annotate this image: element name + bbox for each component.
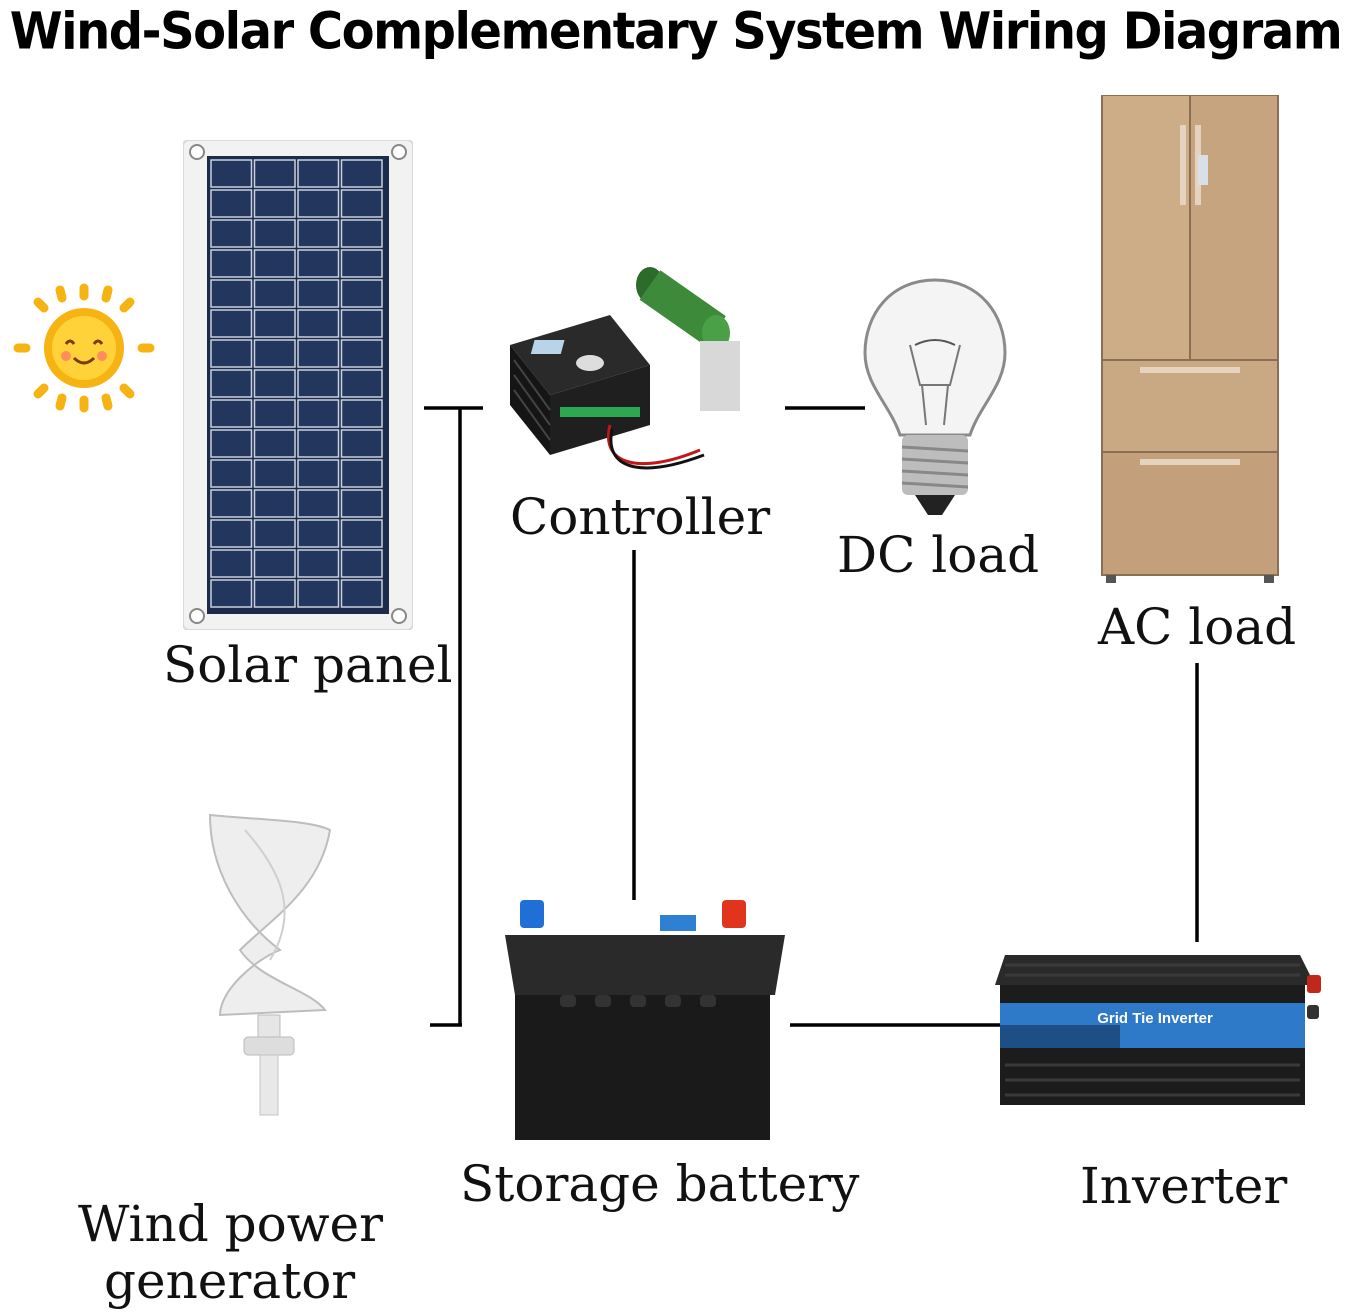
solar-cell bbox=[253, 309, 296, 338]
solar-cell bbox=[253, 339, 296, 368]
dc-load-bulb-image bbox=[863, 278, 1007, 515]
solar-cell bbox=[253, 489, 296, 518]
solar-cell bbox=[253, 159, 296, 188]
solar-cell bbox=[340, 279, 383, 308]
solar-cell bbox=[340, 399, 383, 428]
solar-cell bbox=[210, 249, 253, 278]
solar-cell bbox=[210, 159, 253, 188]
solar-cell bbox=[297, 279, 340, 308]
solar-cell bbox=[297, 219, 340, 248]
solar-cell bbox=[253, 279, 296, 308]
solar-cell bbox=[253, 219, 296, 248]
solar-cell bbox=[340, 249, 383, 278]
solar-cell bbox=[297, 189, 340, 218]
solar-cell bbox=[210, 369, 253, 398]
solar-cell bbox=[297, 519, 340, 548]
solar-cell bbox=[210, 219, 253, 248]
solar-cell bbox=[340, 459, 383, 488]
diagram-title: Wind-Solar Complementary System Wiring D… bbox=[9, 2, 1343, 62]
storage-battery-image bbox=[505, 900, 785, 1140]
solar-cell bbox=[253, 429, 296, 458]
inverter-image: Grid Tie Inverter bbox=[995, 955, 1321, 1105]
solar-cell bbox=[297, 159, 340, 188]
solar-cell bbox=[297, 369, 340, 398]
solar-cell bbox=[297, 309, 340, 338]
solar-cell bbox=[253, 249, 296, 278]
solar-cell bbox=[210, 189, 253, 218]
solar-cell bbox=[210, 519, 253, 548]
label-solar-panel: Solar panel bbox=[163, 636, 453, 694]
solar-cell bbox=[253, 369, 296, 398]
label-inverter: Inverter bbox=[1080, 1157, 1288, 1215]
solar-cell bbox=[253, 399, 296, 428]
solar-cell bbox=[253, 189, 296, 218]
controller-image bbox=[510, 267, 740, 470]
inverter-badge-label: Grid Tie Inverter bbox=[1097, 1010, 1213, 1027]
solar-cell bbox=[340, 219, 383, 248]
solar-cell bbox=[340, 519, 383, 548]
solar-cell bbox=[297, 579, 340, 608]
solar-cell bbox=[297, 459, 340, 488]
solar-cell bbox=[210, 339, 253, 368]
label-storage-battery: Storage battery bbox=[460, 1155, 860, 1213]
solar-cell bbox=[340, 429, 383, 458]
sun-icon bbox=[13, 283, 155, 413]
solar-cell bbox=[340, 549, 383, 578]
solar-cell bbox=[253, 459, 296, 488]
label-controller: Controller bbox=[510, 488, 771, 546]
solar-panel-image bbox=[183, 140, 413, 630]
solar-cell bbox=[340, 489, 383, 518]
label-wind-generator-line2: generator bbox=[104, 1252, 356, 1310]
solar-cell bbox=[340, 369, 383, 398]
solar-cell bbox=[297, 399, 340, 428]
wind-turbine-image bbox=[208, 813, 332, 1116]
solar-cell bbox=[210, 399, 253, 428]
solar-cell bbox=[210, 489, 253, 518]
solar-cell bbox=[340, 159, 383, 188]
solar-cell bbox=[340, 309, 383, 338]
solar-cell bbox=[340, 189, 383, 218]
solar-cell bbox=[210, 459, 253, 488]
solar-cell bbox=[210, 579, 253, 608]
solar-cell bbox=[297, 549, 340, 578]
solar-cell bbox=[210, 279, 253, 308]
solar-cell bbox=[297, 339, 340, 368]
label-ac-load: AC load bbox=[1098, 598, 1297, 656]
label-wind-generator-line1: Wind power bbox=[78, 1195, 384, 1253]
solar-cell bbox=[253, 549, 296, 578]
solar-cell bbox=[297, 429, 340, 458]
solar-cell bbox=[340, 579, 383, 608]
solar-cell bbox=[210, 549, 253, 578]
label-dc-load: DC load bbox=[837, 526, 1040, 584]
solar-cell bbox=[340, 339, 383, 368]
solar-cell bbox=[253, 519, 296, 548]
solar-cell bbox=[210, 309, 253, 338]
solar-cell bbox=[297, 249, 340, 278]
solar-cell bbox=[253, 579, 296, 608]
solar-cell bbox=[297, 489, 340, 518]
solar-cell bbox=[210, 429, 253, 458]
ac-load-fridge-image bbox=[1101, 95, 1279, 583]
